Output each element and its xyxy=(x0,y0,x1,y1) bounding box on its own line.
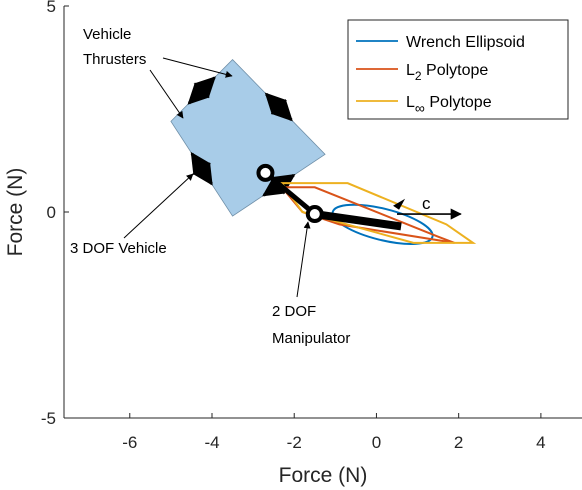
y-tick-label: 0 xyxy=(47,203,56,222)
legend-label-l2-polytope: L2 Polytope xyxy=(406,62,488,83)
x-tick-label: -2 xyxy=(287,433,302,452)
manipulator-joint-1 xyxy=(256,163,275,182)
vehicle-label: 3 DOF Vehicle xyxy=(70,240,167,257)
y-tick-label: 5 xyxy=(47,0,56,16)
vehicle-body xyxy=(170,58,326,217)
end-effector-marker xyxy=(393,198,406,210)
plot-area: -6 -4 -2 0 2 4 -5 0 5 xyxy=(41,0,582,452)
vehicle-thrusters-pointer-1 xyxy=(162,57,233,78)
x-tick-label: 4 xyxy=(536,433,545,452)
thruster-arrow xyxy=(190,151,213,186)
legend-label-linf-polytope: L∞ Polytope xyxy=(406,94,492,116)
manipulator-label-pointer xyxy=(296,221,311,298)
manipulator-label-line1: 2 DOF xyxy=(272,303,316,320)
manipulator-link-2 xyxy=(314,210,402,231)
c-vector-label: c xyxy=(422,194,431,213)
legend-label-wrench-ellipsoid: Wrench Ellipsoid xyxy=(406,34,525,51)
vehicle-label-pointer xyxy=(123,173,194,239)
manipulator-link-1 xyxy=(263,170,317,216)
series-linf-polytope xyxy=(279,182,477,244)
vehicle-thrusters-label-line2: Thrusters xyxy=(83,51,146,68)
thruster-arrow xyxy=(264,92,293,122)
x-tick-label: 2 xyxy=(454,433,463,452)
manipulator-joint-2 xyxy=(305,205,324,224)
vehicle-thrusters-pointer-2 xyxy=(149,69,184,119)
x-tick-label: -4 xyxy=(204,433,219,452)
x-tick-label: 0 xyxy=(372,433,381,452)
y-tick-label: -5 xyxy=(41,409,56,428)
series-wrench-ellipsoid xyxy=(331,203,434,245)
thruster-arrow xyxy=(187,76,216,105)
x-axis-label: Force (N) xyxy=(279,464,368,487)
y-axis-label: Force (N) xyxy=(4,168,27,257)
manipulator-label-line2: Manipulator xyxy=(272,330,350,347)
vehicle-thrusters-label-line1: Vehicle xyxy=(83,26,131,43)
legend: Wrench Ellipsoid L2 Polytope L∞ Polytope xyxy=(347,19,569,120)
x-tick-label: -6 xyxy=(122,433,137,452)
